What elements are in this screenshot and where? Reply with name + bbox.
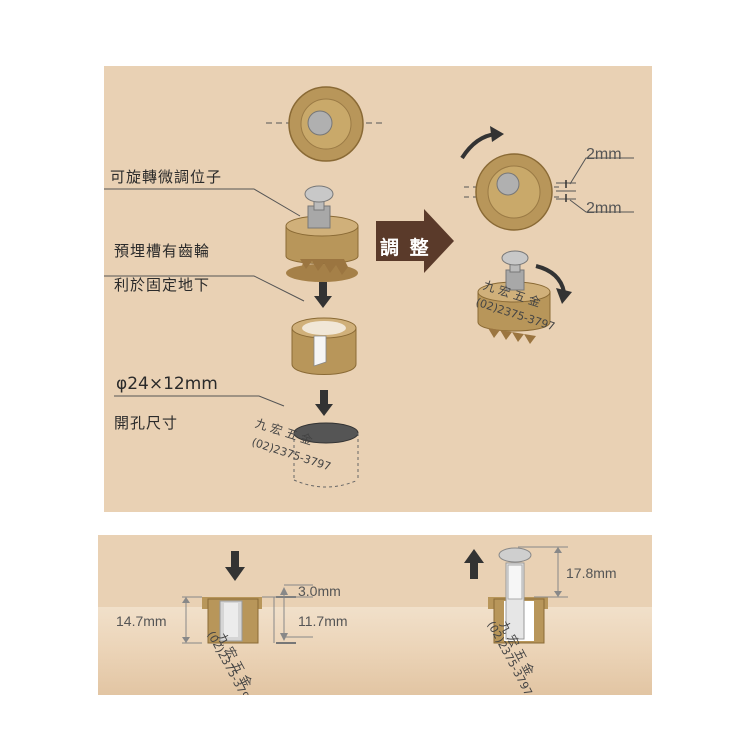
adjustable-post-label: 可旋轉微調位子 [110, 168, 223, 186]
bottom-diagram-panel: 3.0mm 14.7mm 11.7mm 17.8mm 九 宏 五 金 (02)2… [98, 535, 652, 695]
adjust-label: 調 整 [380, 237, 431, 259]
drill-hole-illustration [293, 422, 359, 488]
socket-top-view [266, 86, 386, 162]
installed-flush-illustration [202, 551, 313, 644]
left-dimension-lines [182, 596, 202, 644]
floor-section [98, 607, 652, 695]
leader-lines [104, 188, 305, 407]
offset-lower-dim: 2mm [586, 200, 622, 217]
fix-ground-label: 利於固定地下 [114, 276, 211, 294]
adjusted-top-view [460, 126, 634, 231]
hole-size-label: 開孔尺寸 [114, 414, 179, 432]
raised-post-illustration [464, 546, 568, 644]
embedded-gear-groove-label: 預埋槽有齒輪 [114, 242, 211, 260]
down-arrow-icon [314, 282, 332, 308]
cap-height-dim: 3.0mm [298, 583, 341, 599]
down-arrow-icon-2 [315, 390, 333, 416]
offset-upper-dim: 2mm [586, 146, 622, 163]
raised-height-dim: 17.8mm [566, 565, 617, 581]
embedded-groove-illustration [291, 317, 357, 375]
adjust-arrow-icon [376, 209, 454, 273]
top-diagram-panel: 調 整 2mm 2mm 可旋轉微調位子 預埋槽有齒輪 利於固定地下 φ24×12… [104, 66, 652, 512]
total-depth-dim: 14.7mm [116, 613, 167, 629]
socket-with-post-illustration [285, 185, 359, 282]
body-depth-dim: 11.7mm [298, 613, 348, 629]
drill-size-label: φ24×12mm [116, 374, 218, 394]
adjusted-socket-illustration [477, 250, 572, 344]
